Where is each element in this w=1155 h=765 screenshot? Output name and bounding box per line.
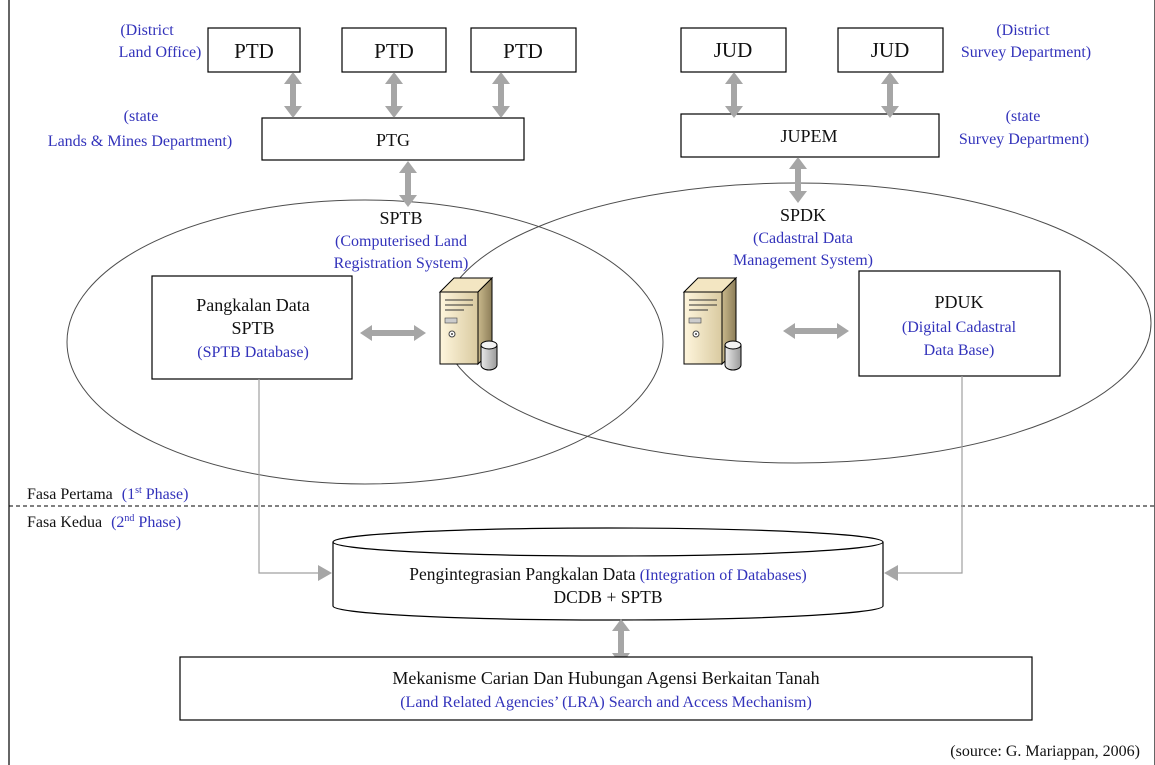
connector-right: [898, 376, 963, 574]
ptd-label-3: PTD: [503, 39, 543, 63]
jud-label-1: JUD: [714, 38, 753, 62]
sptb-title: SPTB: [379, 208, 422, 228]
pduk-line2: (Digital Cadastral: [902, 319, 1017, 336]
ptg-box: [261, 117, 525, 161]
spdk-title: SPDK: [780, 205, 826, 225]
sptb-subtitle-1: (Computerised Land: [335, 233, 467, 250]
sptb-database-line3: (SPTB Database): [197, 344, 309, 361]
pduk-line3: Data Base): [924, 342, 995, 359]
double-arrow-icon: [725, 72, 743, 118]
database-cylinder-icon: [480, 340, 498, 371]
double-arrow-icon: [284, 72, 302, 118]
pduk-line1: PDUK: [934, 292, 983, 312]
district-land-note-2: Land Office): [119, 44, 202, 61]
sptb-ellipse: [66, 199, 664, 485]
mechanism-note: (Land Related Agencies’ (LRA) Search and…: [400, 694, 812, 711]
sptb-subtitle-2: Registration System): [334, 255, 469, 272]
integration-cylinder-top: [332, 527, 884, 557]
jud-box-2: [837, 27, 944, 73]
ptd-label-1: PTD: [234, 39, 274, 63]
double-arrow-icon: [881, 72, 899, 118]
mechanism-box: [179, 656, 1033, 721]
integration-label: Pengintegrasian Pangkalan Data (Integrat…: [409, 564, 807, 584]
jud-label-2: JUD: [871, 38, 910, 62]
connector-left: [258, 379, 318, 574]
double-arrow-icon: [399, 161, 417, 207]
state-survey-note-2: Survey Department): [959, 131, 1089, 148]
sptb-database-line1: Pangkalan Data: [196, 295, 309, 315]
first-phase-label: Fasa Pertama (1st Phase): [27, 485, 188, 503]
double-arrow-icon: [783, 323, 849, 339]
sptb-database-box: [151, 275, 353, 380]
ptd-label-2: PTD: [374, 39, 414, 63]
source-citation: (source: G. Mariappan, 2006): [950, 743, 1140, 760]
jupem-label: JUPEM: [780, 126, 837, 146]
state-lands-note-1: (state: [124, 108, 159, 125]
mechanism-title: Mekanisme Carian Dan Hubungan Agensi Ber…: [392, 668, 819, 688]
district-survey-note-2: Survey Department): [961, 44, 1091, 61]
district-land-note-1: (District: [120, 22, 174, 39]
pduk-box: [858, 270, 1061, 377]
double-arrow-icon: [385, 72, 403, 118]
sptb-database-line2: SPTB: [231, 318, 274, 338]
spdk-subtitle-1: (Cadastral Data: [753, 230, 853, 247]
district-survey-note-1: (District: [996, 22, 1050, 39]
ptd-box-1: [207, 27, 301, 73]
double-arrow-icon: [789, 157, 807, 203]
jud-box-1: [680, 27, 787, 73]
ptd-box-3: [470, 27, 577, 73]
ptg-label: PTG: [376, 130, 410, 150]
double-arrow-icon: [492, 72, 510, 118]
state-lands-note-2: Lands & Mines Department): [48, 133, 232, 150]
state-survey-note-1: (state: [1006, 108, 1041, 125]
integration-line2: DCDB + SPTB: [553, 587, 662, 607]
spdk-subtitle-2: Management System): [733, 252, 873, 269]
outer-frame: [8, 0, 1155, 765]
connector-left-arrow: [318, 565, 332, 581]
second-phase-label: Fasa Kedua (2nd Phase): [27, 513, 181, 531]
database-cylinder-icon: [724, 340, 742, 371]
integration-cylinder: [332, 542, 884, 621]
double-arrow-icon: [360, 325, 426, 341]
jupem-box: [680, 113, 940, 158]
connector-right-arrow: [884, 565, 898, 581]
